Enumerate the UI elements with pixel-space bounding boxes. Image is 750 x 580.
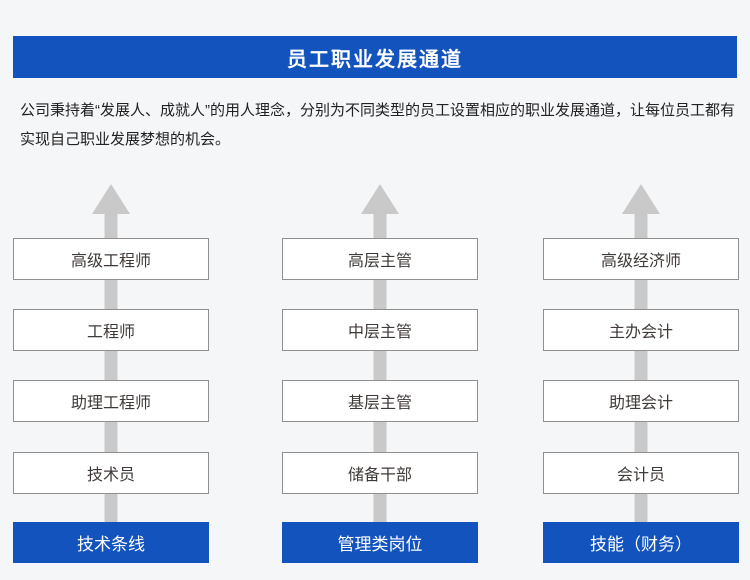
level-box: 助理工程师	[13, 380, 209, 422]
level-label: 技术员	[86, 467, 135, 484]
level-box: 主办会计	[543, 309, 739, 351]
ladder-column-management: 高层主管 中层主管 基层主管 储备干部 管理类岗位	[282, 184, 478, 563]
up-arrow-icon	[92, 184, 130, 214]
level-box: 会计员	[543, 452, 739, 494]
arrow-line	[373, 210, 387, 524]
level-label: 会计员	[616, 467, 665, 484]
level-box: 助理会计	[543, 380, 739, 422]
category-box-finance: 技能（财务）	[543, 522, 739, 563]
level-box: 中层主管	[282, 309, 478, 351]
category-box-management: 管理类岗位	[282, 522, 478, 563]
up-arrow-icon	[361, 184, 399, 214]
category-label: 技术条线	[77, 535, 145, 554]
level-label: 工程师	[86, 324, 135, 341]
ladder-column-finance: 高级经济师 主办会计 助理会计 会计员 技能（财务）	[543, 184, 739, 563]
ladder-column-technical: 高级工程师 工程师 助理工程师 技术员 技术条线	[13, 184, 209, 563]
page-title: 员工职业发展通道	[287, 48, 463, 71]
up-arrow-icon	[622, 184, 660, 214]
level-label: 中层主管	[347, 324, 412, 341]
category-label: 管理类岗位	[337, 535, 423, 554]
page-title-banner: 员工职业发展通道	[13, 36, 737, 78]
level-label: 高级工程师	[70, 253, 151, 270]
level-label: 高层主管	[347, 253, 412, 270]
level-label: 高级经济师	[600, 253, 681, 270]
level-label: 主办会计	[608, 324, 673, 341]
category-label: 技能（财务）	[590, 535, 692, 554]
level-box: 高级经济师	[543, 238, 739, 280]
level-box: 工程师	[13, 309, 209, 351]
level-box: 基层主管	[282, 380, 478, 422]
intro-paragraph: 公司秉持着“发展人、成就人”的用人理念，分别为不同类型的员工设置相应的职业发展通…	[20, 102, 735, 148]
level-label: 助理会计	[608, 395, 673, 412]
level-box: 高层主管	[282, 238, 478, 280]
category-box-technical: 技术条线	[13, 522, 209, 563]
arrow-line	[634, 210, 648, 524]
level-label: 助理工程师	[70, 395, 151, 412]
level-box: 储备干部	[282, 452, 478, 494]
level-label: 储备干部	[347, 467, 412, 484]
level-label: 基层主管	[347, 395, 412, 412]
level-box: 技术员	[13, 452, 209, 494]
career-ladders: 高级工程师 工程师 助理工程师 技术员 技术条线 高层主管 中层主管 基层主管 …	[0, 184, 750, 563]
arrow-line	[104, 210, 118, 524]
level-box: 高级工程师	[13, 238, 209, 280]
